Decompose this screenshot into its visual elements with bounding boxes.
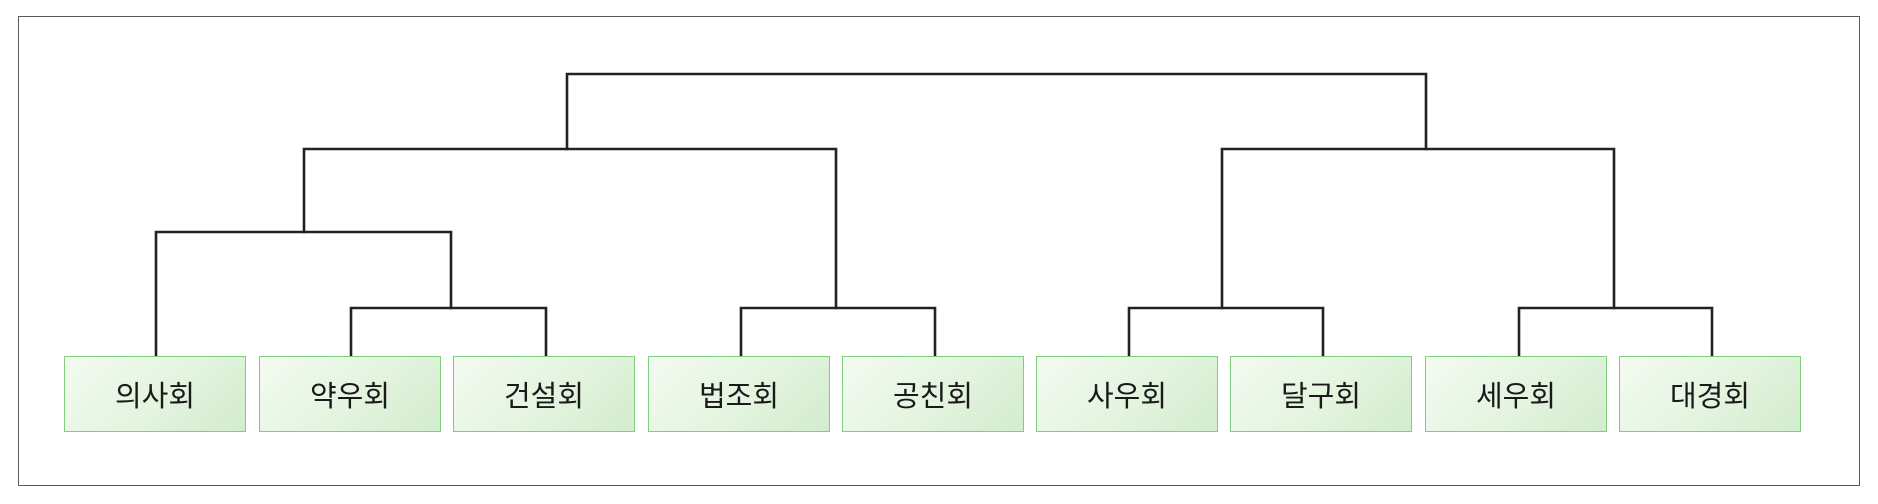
leaf-node: 사우회	[1036, 356, 1218, 432]
group-b-connector	[349, 306, 548, 358]
group-a-connector	[154, 230, 453, 358]
root-connector	[565, 72, 1428, 151]
group-c-connector	[739, 306, 937, 358]
leaf-node: 건설회	[453, 356, 635, 432]
leaf-node: 공친회	[842, 356, 1024, 432]
leaf-node: 의사회	[64, 356, 246, 432]
leaf-node: 대경회	[1619, 356, 1801, 432]
group-d-connector	[1127, 306, 1325, 358]
left-group-connector	[302, 147, 838, 310]
group-e-connector	[1517, 306, 1714, 358]
leaf-node: 세우회	[1425, 356, 1607, 432]
leaf-node: 약우회	[259, 356, 441, 432]
leaf-node: 달구회	[1230, 356, 1412, 432]
leaf-node: 법조회	[648, 356, 830, 432]
right-group-connector	[1220, 147, 1616, 310]
